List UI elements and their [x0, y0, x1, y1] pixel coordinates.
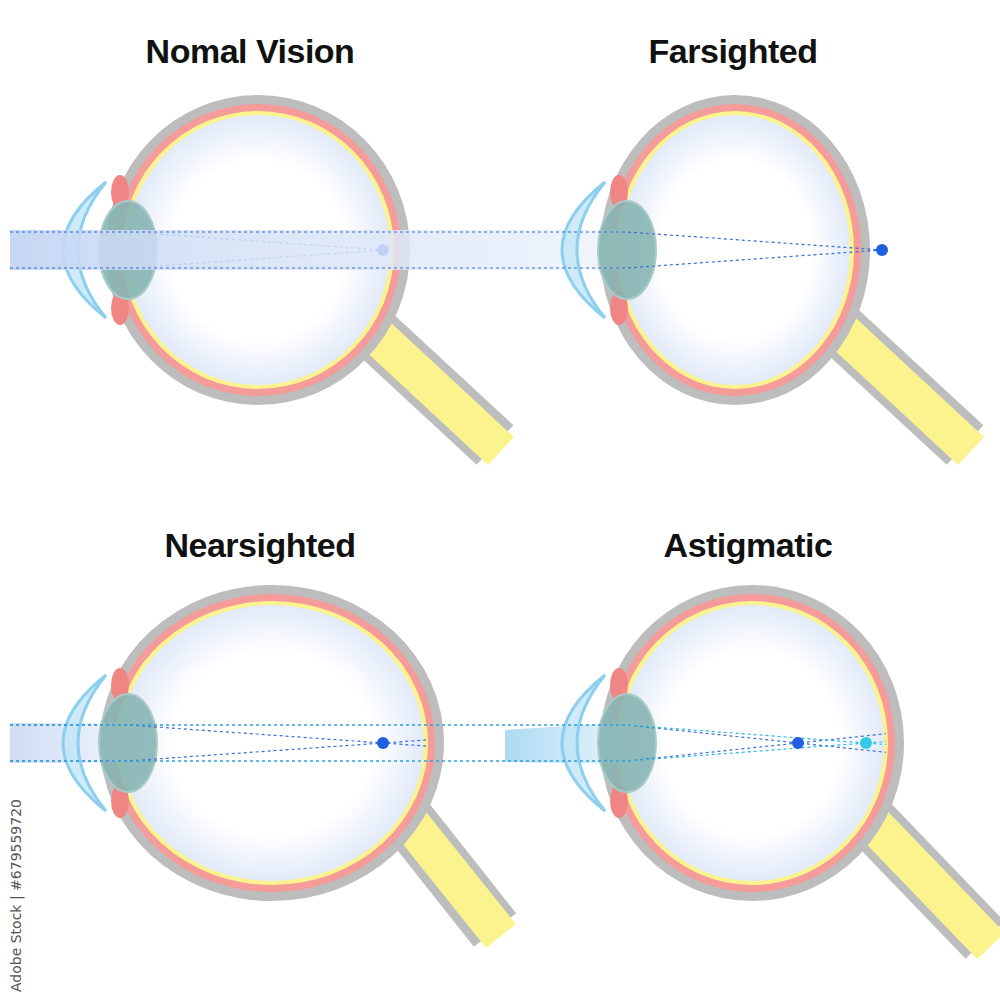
focal-point	[792, 737, 804, 749]
eye-figure	[10, 585, 991, 946]
lens	[598, 201, 656, 299]
lens	[99, 694, 157, 792]
watermark: Adobe Stock | #679559720	[8, 799, 24, 992]
sclera	[100, 585, 444, 901]
light-ray	[10, 734, 886, 761]
panel-title: Nomal Vision	[146, 32, 355, 71]
optic-nerve	[830, 320, 971, 451]
panel-title: Farsighted	[649, 32, 818, 71]
eye-figure	[10, 95, 501, 451]
light-ray	[10, 250, 882, 268]
optic-nerve	[860, 810, 991, 946]
light-ray	[10, 725, 886, 745]
light-ray	[10, 741, 886, 761]
vitreous-body	[620, 605, 884, 881]
focal-point	[876, 244, 888, 256]
retina	[116, 601, 428, 885]
light-ray	[10, 232, 882, 250]
light-ray	[10, 725, 426, 746]
focal-point	[377, 737, 389, 749]
panel-title: Nearsighted	[165, 526, 356, 565]
eye-figure	[10, 95, 971, 451]
light-beam	[10, 230, 627, 270]
light-ray	[10, 740, 426, 761]
light-ray	[10, 725, 886, 752]
lens	[598, 694, 656, 792]
panel-title: Astigmatic	[664, 526, 833, 565]
vitreous-body	[120, 605, 424, 881]
focal-point	[860, 737, 872, 749]
